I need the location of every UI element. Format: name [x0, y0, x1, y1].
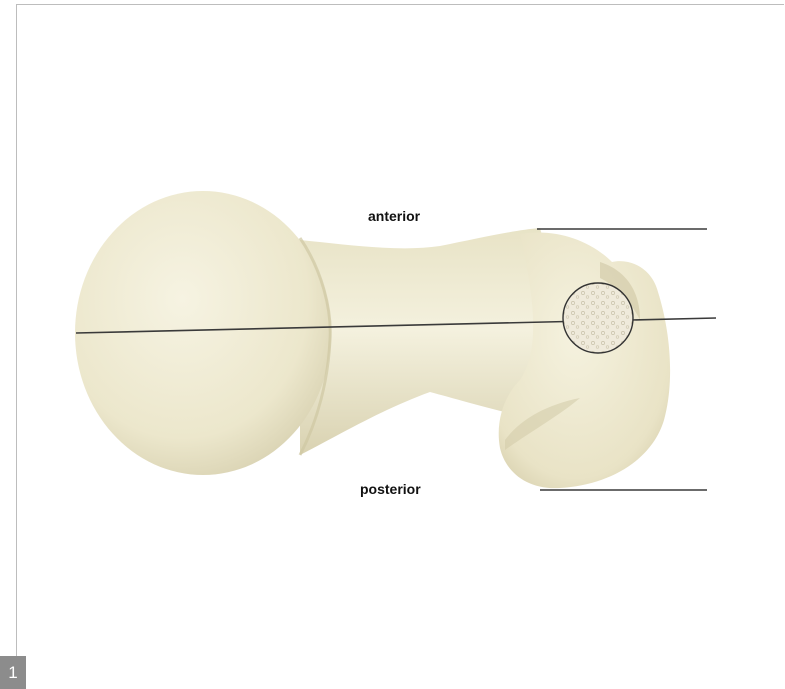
- figure-number-badge: 1: [0, 656, 26, 689]
- anterior-label: anterior: [368, 208, 420, 224]
- cross-section-circle: [563, 283, 633, 353]
- femoral-head: [75, 191, 331, 475]
- posterior-label: posterior: [360, 481, 421, 497]
